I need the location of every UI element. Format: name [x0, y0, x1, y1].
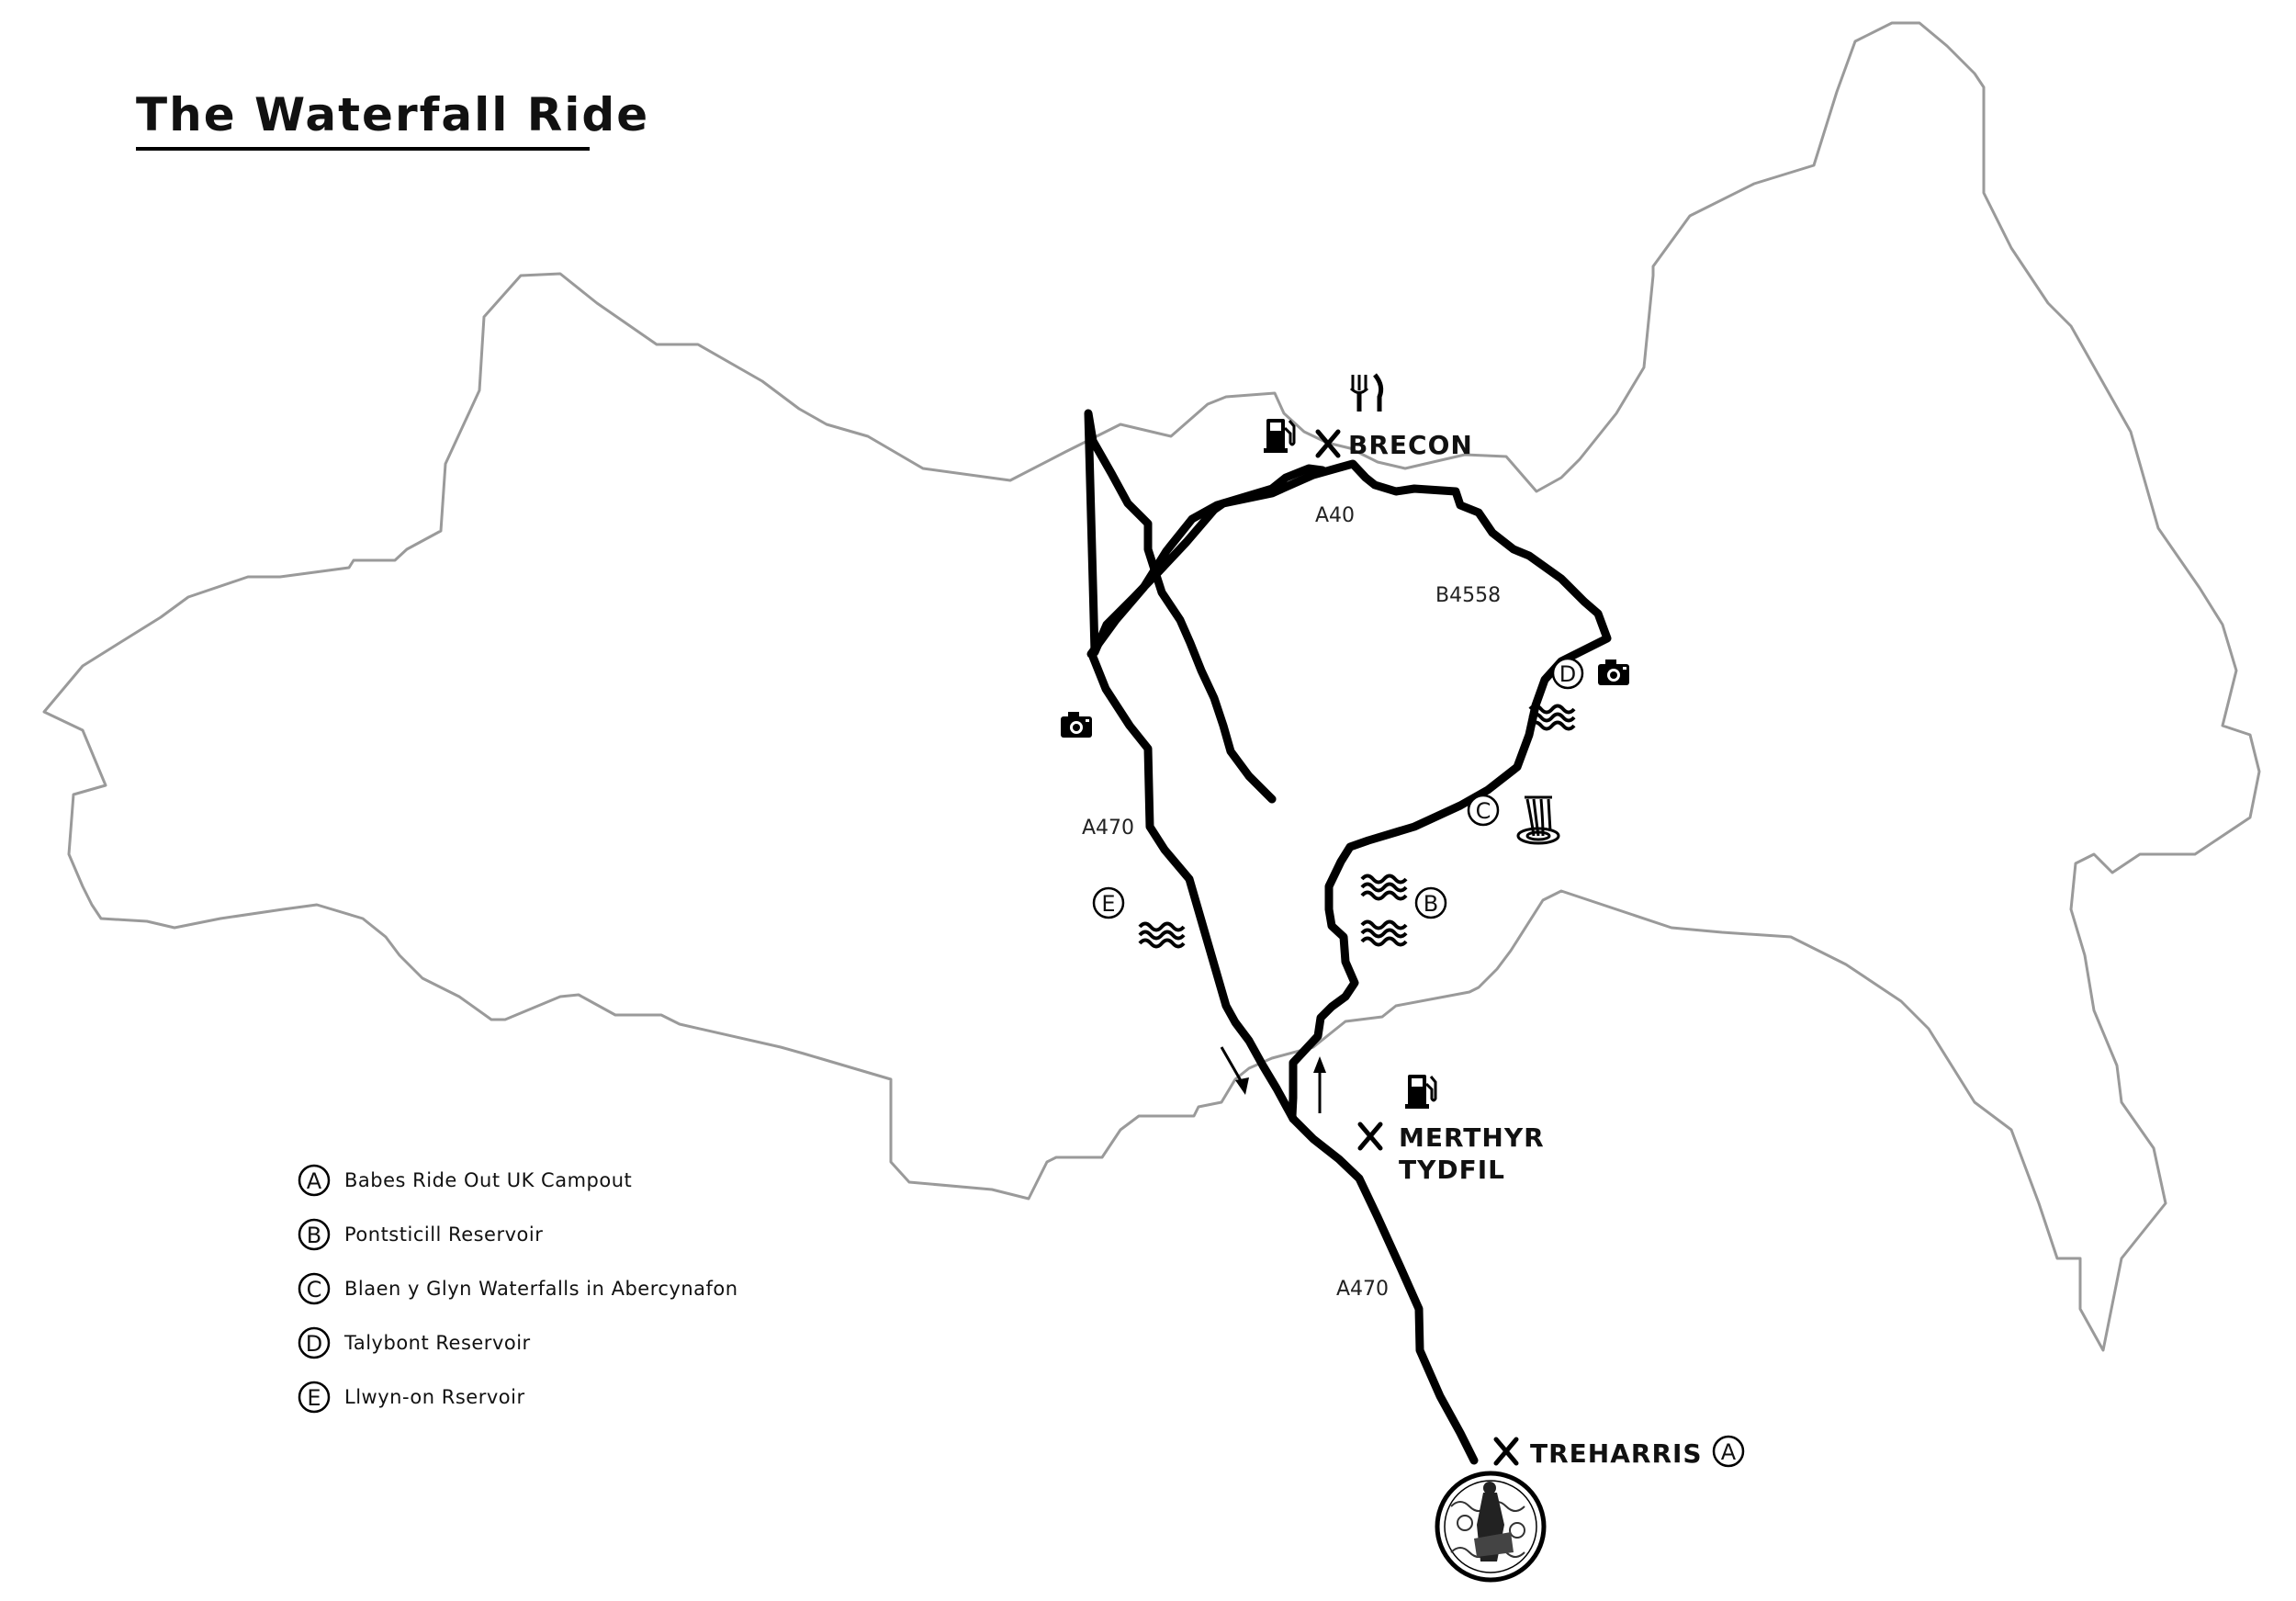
place-treharris: TREHARRIS [1530, 1438, 1703, 1469]
cutlery-icon [1349, 373, 1384, 412]
waterfall-icon [1516, 795, 1560, 845]
legend-letter-e: E [307, 1385, 321, 1411]
legend-letter-d: D [306, 1331, 322, 1357]
road-label-a40: A40 [1315, 504, 1355, 527]
badge-emblem-icon [1435, 1471, 1547, 1583]
region-boundary [42, 21, 2261, 1352]
road-label-b4558: B4558 [1435, 584, 1501, 607]
fuel-pump-icon [1403, 1073, 1437, 1111]
fuel-pump-icon [1262, 417, 1296, 455]
legend-letter-c: C [307, 1277, 322, 1302]
legend: A Babes Ride Out UK Campout B Pontsticil… [298, 1164, 738, 1414]
marker-c-letter: C [1476, 798, 1491, 824]
legend-label-c: Blaen y Glyn Waterfalls in Abercynafon [344, 1278, 738, 1300]
water-waves-icon [1360, 874, 1408, 901]
legend-label-b: Pontsticill Reservoir [344, 1223, 543, 1246]
road-label-a470-west: A470 [1082, 817, 1134, 840]
route-line-west [1088, 652, 1479, 1465]
marker-a-letter: A [1721, 1439, 1737, 1465]
legend-item-c: C Blaen y Glyn Waterfalls in Abercynafon [298, 1272, 738, 1305]
place-merthyr: MERTHYR [1399, 1122, 1545, 1153]
camera-icon [1598, 660, 1629, 685]
road-label-a470-south: A470 [1336, 1278, 1389, 1301]
marker-b-letter: B [1424, 891, 1438, 917]
marker-d-letter: D [1559, 661, 1576, 687]
route-loop-west [1086, 464, 1327, 659]
town-cross-icon [1360, 1124, 1380, 1148]
legend-item-d: D Talybont Reservoir [298, 1326, 531, 1359]
legend-item-e: E Llwyn-on Rservoir [298, 1381, 525, 1414]
direction-arrow-icon [1313, 1056, 1326, 1113]
legend-label-e: Llwyn-on Rservoir [344, 1386, 525, 1408]
route-line [1084, 409, 1612, 1123]
marker-e-letter: E [1101, 891, 1115, 917]
water-waves-icon [1138, 921, 1186, 949]
place-tydfil: TYDFIL [1399, 1155, 1505, 1185]
water-waves-icon [1360, 919, 1408, 947]
legend-letter-a: A [307, 1168, 322, 1194]
direction-arrow-icon [1220, 1046, 1249, 1095]
camera-icon [1061, 712, 1092, 738]
legend-label-a: Babes Ride Out UK Campout [344, 1169, 632, 1191]
map-title: The Waterfall Ride [136, 88, 649, 141]
legend-letter-b: B [307, 1223, 321, 1248]
place-brecon: BRECON [1348, 430, 1473, 460]
legend-item-a: A Babes Ride Out UK Campout [298, 1164, 632, 1197]
legend-item-b: B Pontsticill Reservoir [298, 1218, 543, 1251]
legend-label-d: Talybont Reservoir [343, 1332, 531, 1354]
town-cross-icon [1496, 1439, 1516, 1463]
